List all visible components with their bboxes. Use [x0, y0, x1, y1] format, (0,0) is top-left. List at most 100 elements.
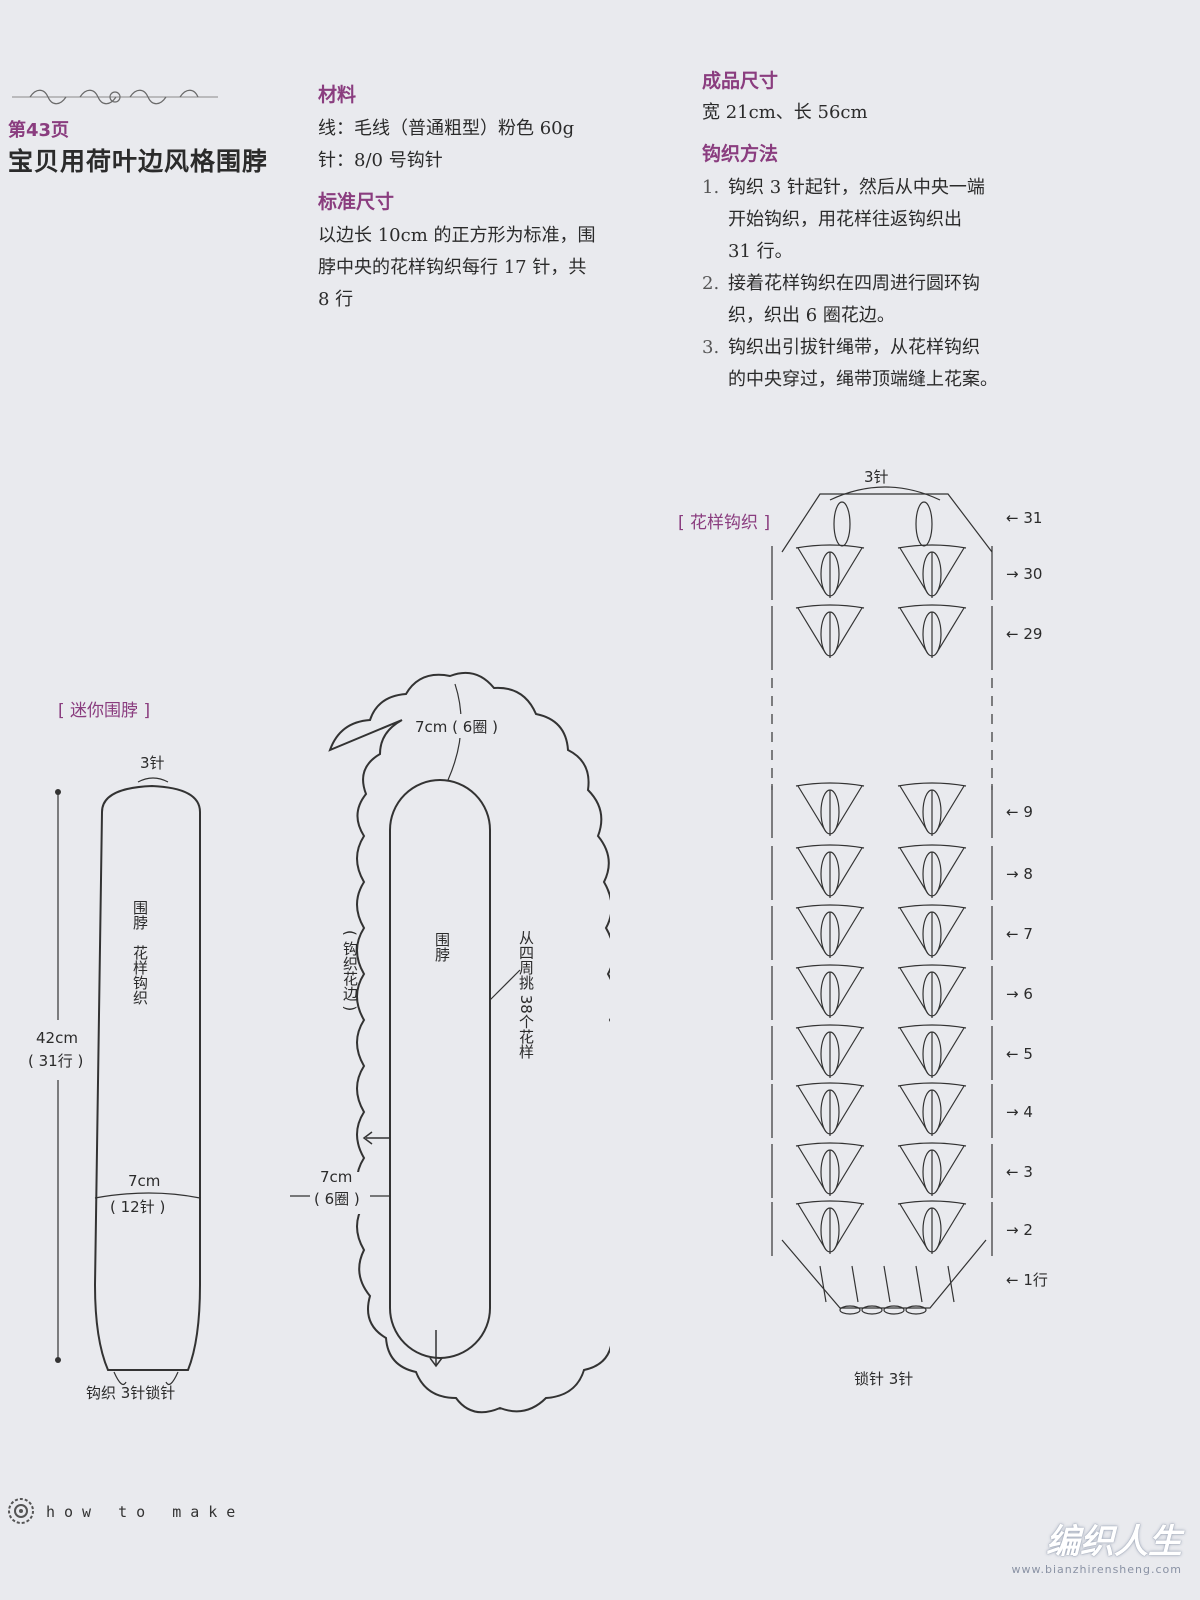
cluster-right-post: [935, 1145, 965, 1193]
header-ornament: [12, 89, 218, 105]
ruffle-scarf-diagram: 7cm ( 6圈 ) ( 钩织花边 ) 围脖 从四周挑 38个花样 7cm ( …: [290, 672, 610, 1414]
cluster-right-post: [935, 1203, 965, 1251]
cluster-left-post: [797, 1145, 827, 1193]
chart-bottom-edge: [781, 1239, 987, 1309]
cluster-right-post: [935, 1027, 965, 1075]
stitch-cluster: [897, 782, 967, 836]
ruffle-side-label-2: ( 6圈 ): [314, 1190, 360, 1208]
cluster-chain: [897, 604, 967, 609]
cluster-right-post: [935, 967, 965, 1015]
cluster-chain: [795, 544, 865, 549]
first-row-post: [883, 1265, 891, 1303]
mini-top-label: 3针: [140, 754, 165, 772]
cluster-left-post: [899, 847, 929, 895]
top-row-stitch: [915, 501, 933, 547]
ruffle-top-label: 7cm ( 6圈 ): [415, 718, 498, 736]
stitch-cluster: [795, 1142, 865, 1196]
cluster-right-post: [833, 1145, 863, 1193]
cluster-left-post: [797, 785, 827, 833]
cluster-chain: [795, 782, 865, 787]
row-label: → 6: [1006, 985, 1033, 1003]
row-label: ← 29: [1006, 625, 1042, 643]
method-step: 1. 钩织 3 针起针，然后从中央一端 开始钩织，用花样往返钩织出 31 行。: [702, 177, 985, 262]
ruffle-inner-scarf: [389, 779, 491, 1359]
cluster-left-post: [899, 1085, 929, 1133]
stitch-cluster: [795, 1200, 865, 1254]
cluster-chain: [897, 964, 967, 969]
chart-bottom-label: 锁针 3针: [854, 1370, 913, 1388]
row-label: ← 5: [1006, 1045, 1033, 1063]
cluster-chain: [897, 1200, 967, 1205]
stitch-cluster: [795, 964, 865, 1018]
cluster-right-post: [833, 847, 863, 895]
mini-stitches-label: ( 12针 ): [110, 1198, 165, 1216]
cluster-left-post: [899, 907, 929, 955]
cluster-left-post: [797, 847, 827, 895]
page-title: 宝贝用荷叶边风格围脖: [8, 147, 269, 176]
ruffle-bottom-arrowhead: [429, 1357, 443, 1368]
stitch-cluster: [897, 1142, 967, 1196]
mini-inner-label-2: 花样钩织: [131, 945, 149, 1005]
first-row-post: [851, 1265, 859, 1303]
method-steps: 1. 钩织 3 针起针，然后从中央一端 开始钩织，用花样往返钩织出 31 行。 …: [702, 172, 1082, 396]
stitch-cluster: [897, 544, 967, 598]
mini-scarf-outline: [93, 784, 201, 1371]
cluster-chain: [897, 1082, 967, 1087]
ruffle-center-label: 围脖: [433, 932, 451, 963]
gauge-line: 脖中央的花样钩织每行 17 针，共: [318, 257, 587, 278]
ruffle-top-label-bg: [410, 714, 510, 738]
stitch-cluster: [795, 544, 865, 598]
stitch-cluster: [795, 1082, 865, 1136]
cluster-left-post: [899, 1145, 929, 1193]
method-heading: 钩织方法: [702, 143, 779, 165]
cluster-right-post: [935, 607, 965, 655]
cluster-right-post: [935, 907, 965, 955]
mini-width-line: [94, 1192, 201, 1199]
cluster-chain: [795, 844, 865, 849]
cluster-chain: [795, 964, 865, 969]
mini-bottom-label: 钩织 3针锁针: [86, 1384, 175, 1402]
stitch-cluster: [795, 782, 865, 836]
pattern-chart: 3针 ← 31→ 30← 29← 9→ 8← 7→ 6← 5→ 4← 3→ 2←…: [771, 468, 1048, 1388]
cluster-left-post: [899, 785, 929, 833]
top-row-stitch: [833, 501, 851, 547]
watermark-logo: 编织人生: [1046, 1522, 1182, 1562]
stitch-cluster: [897, 904, 967, 958]
cluster-right-post: [833, 1085, 863, 1133]
watermark-url: www.bianzhirensheng.com: [1011, 1563, 1182, 1576]
cluster-left-post: [899, 967, 929, 1015]
cluster-right-post: [935, 1085, 965, 1133]
chart-top-edge: [781, 493, 993, 553]
stitch-cluster: [897, 964, 967, 1018]
watermark: 编织人生 www.bianzhirensheng.com: [1012, 1514, 1182, 1576]
mini-bottom-brace: [113, 1371, 179, 1385]
cluster-right-post: [833, 1203, 863, 1251]
first-row-post: [947, 1265, 955, 1303]
cluster-right-post: [833, 1027, 863, 1075]
chart-chain-stitch: [905, 1305, 927, 1315]
mini-scarf-diagram: 3针 42cm ( 31行 ) 围脖 花样钩织 7cm ( 12针 ) 钩织 3…: [28, 754, 201, 1402]
cluster-left-post: [797, 1027, 827, 1075]
materials-section: 材料 线：毛线（普通粗型）粉色 60g 针：8/0 号钩针 标准尺寸 以边长 1…: [318, 80, 658, 316]
materials-line: 针：8/0 号钩针: [318, 150, 443, 171]
stitch-cluster: [897, 1200, 967, 1254]
cluster-chain: [795, 1082, 865, 1087]
row-label: → 4: [1006, 1103, 1033, 1121]
ruffle-outer-edge: [328, 672, 610, 1414]
cluster-chain: [897, 1024, 967, 1029]
cluster-left-post: [797, 1203, 827, 1251]
chart-body: [771, 493, 993, 1315]
gauge-line: 8 行: [318, 289, 354, 310]
gauge-line: 以边长 10cm 的正方形为标准，围: [318, 225, 596, 246]
cluster-chain: [795, 1200, 865, 1205]
materials-line: 线：毛线（普通粗型）粉色 60g: [318, 118, 575, 139]
mini-length-dot: [55, 789, 61, 795]
cluster-right-post: [833, 785, 863, 833]
stitch-cluster: [897, 604, 967, 658]
mini-length-label: 42cm: [36, 1029, 78, 1047]
row-label: ← 31: [1006, 509, 1042, 527]
cluster-left-post: [899, 607, 929, 655]
cluster-left-post: [797, 1085, 827, 1133]
cluster-left-post: [899, 1027, 929, 1075]
instructions-section: 成品尺寸 宽 21cm、长 56cm 钩织方法 1. 钩织 3 针起针，然后从中…: [702, 66, 1082, 396]
